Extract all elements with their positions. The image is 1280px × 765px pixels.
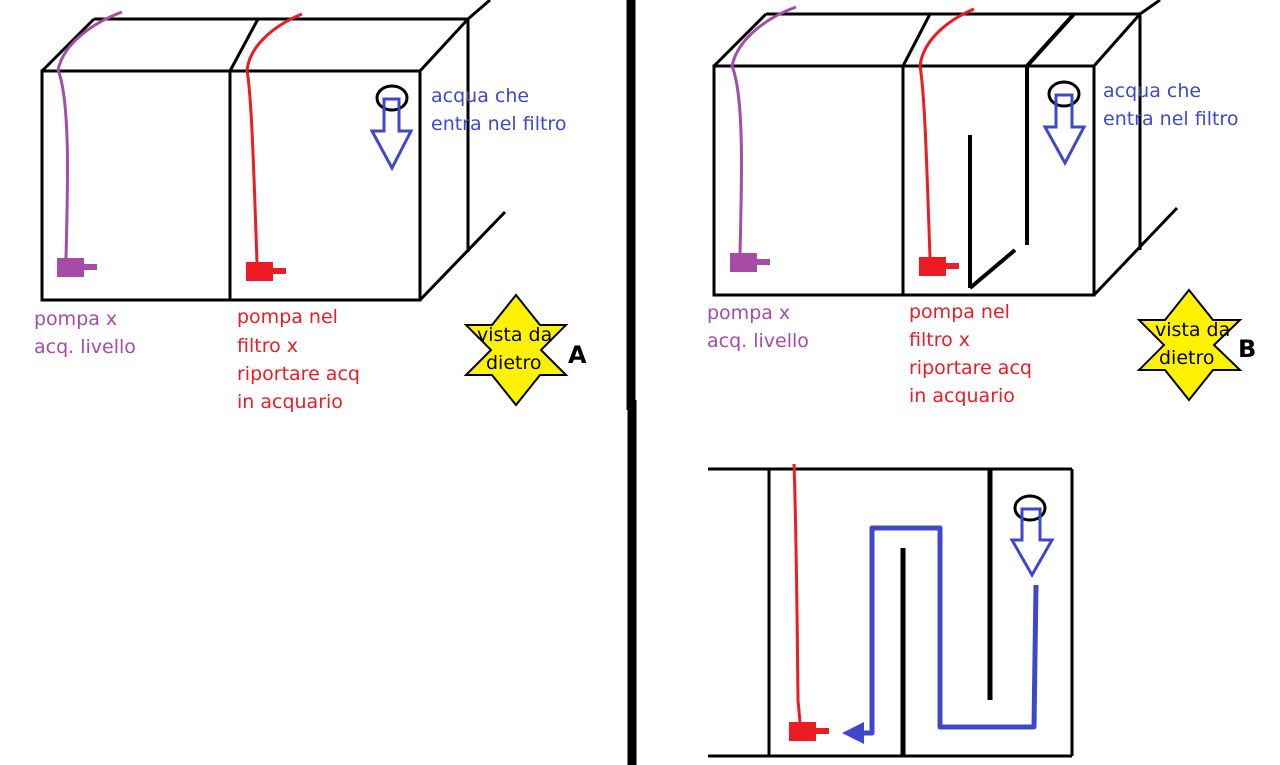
pump-filter-label-a: pompa nel filtro x riportare acq in acqu… bbox=[237, 306, 366, 413]
pump-level-label-a: pompa x acq. livello bbox=[34, 308, 136, 358]
pump-filter-label-b: pompa nel filtro x riportare acq in acqu… bbox=[909, 301, 1038, 407]
svg-text:vista da dietro: vista da dietro bbox=[1155, 319, 1236, 369]
filter-pump-b bbox=[918, 7, 975, 276]
panel-letter-a: A bbox=[568, 341, 587, 369]
top-view-baffles bbox=[900, 469, 993, 756]
down-arrow-icon bbox=[1042, 93, 1087, 167]
baffles-b bbox=[968, 12, 1076, 290]
water-flow-path bbox=[842, 525, 1039, 744]
panel-b-top-view bbox=[708, 463, 1074, 758]
water-inlet-b bbox=[1042, 80, 1087, 167]
panel-divider bbox=[626, 0, 637, 765]
water-in-label-b: acqua che entra nel filtro bbox=[1103, 80, 1238, 130]
left-arrow-icon bbox=[842, 722, 864, 744]
level-pump-b bbox=[730, 5, 797, 272]
panel-b: pompa x acq. livello pompa nel filtro x … bbox=[707, 0, 1256, 407]
svg-text:vista da dietro: vista da dietro bbox=[477, 324, 558, 374]
down-arrow-icon bbox=[1009, 507, 1055, 579]
panel-a: pompa x acq. livello pompa nel filtro x … bbox=[34, 0, 587, 413]
tank-b-box bbox=[712, 0, 1179, 297]
down-arrow-icon bbox=[369, 97, 414, 172]
tank-a-box bbox=[40, 0, 507, 302]
water-in-label-a: acqua che entra nel filtro bbox=[431, 85, 566, 135]
rear-view-star-a: vista da dietro bbox=[463, 293, 569, 407]
water-inlet-a bbox=[369, 84, 414, 172]
filter-pump-a bbox=[245, 12, 303, 281]
panel-letter-b: B bbox=[1238, 335, 1256, 363]
level-pump-a bbox=[56, 10, 123, 277]
top-view-box bbox=[708, 467, 1074, 758]
rear-view-star-b: vista da dietro bbox=[1136, 288, 1243, 402]
pump-level-label-b: pompa x acq. livello bbox=[707, 302, 809, 352]
top-view-inlet bbox=[1009, 494, 1055, 579]
top-view-pump bbox=[789, 463, 829, 741]
